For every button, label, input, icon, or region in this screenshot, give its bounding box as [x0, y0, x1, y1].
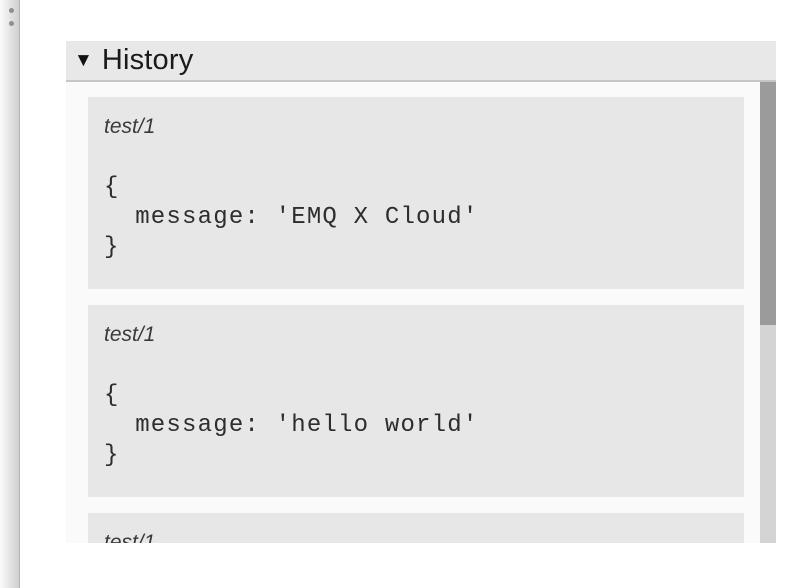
history-panel: ▼ History test/1 { message: 'EMQ X Cloud… [66, 41, 776, 543]
message-topic: test/1 [104, 531, 156, 543]
history-message-card[interactable]: test/1 { message: 'EMQ X Cloud' } [88, 97, 744, 289]
drag-dot-icon [9, 8, 14, 13]
message-payload: { message: 'EMQ X Cloud' } [104, 174, 479, 261]
panel-resize-handle[interactable] [0, 0, 20, 588]
message-payload: { message: 'hello world' } [104, 382, 479, 469]
message-topic: test/1 [104, 115, 156, 138]
history-message-card[interactable]: test/1 { message: 'hello world' } [88, 305, 744, 497]
collapse-triangle-icon: ▼ [74, 50, 93, 71]
history-list: test/1 { message: 'EMQ X Cloud' } test/1… [66, 82, 776, 543]
history-title: History [101, 44, 194, 76]
drag-dot-icon [9, 21, 14, 26]
history-section-header[interactable]: ▼ History [66, 41, 776, 82]
history-cards: test/1 { message: 'EMQ X Cloud' } test/1… [66, 97, 776, 543]
message-topic: test/1 [104, 323, 156, 346]
history-scrollbar[interactable] [760, 82, 776, 543]
history-message-card[interactable]: test/1 [88, 513, 744, 543]
scrollbar-thumb[interactable] [760, 82, 776, 325]
